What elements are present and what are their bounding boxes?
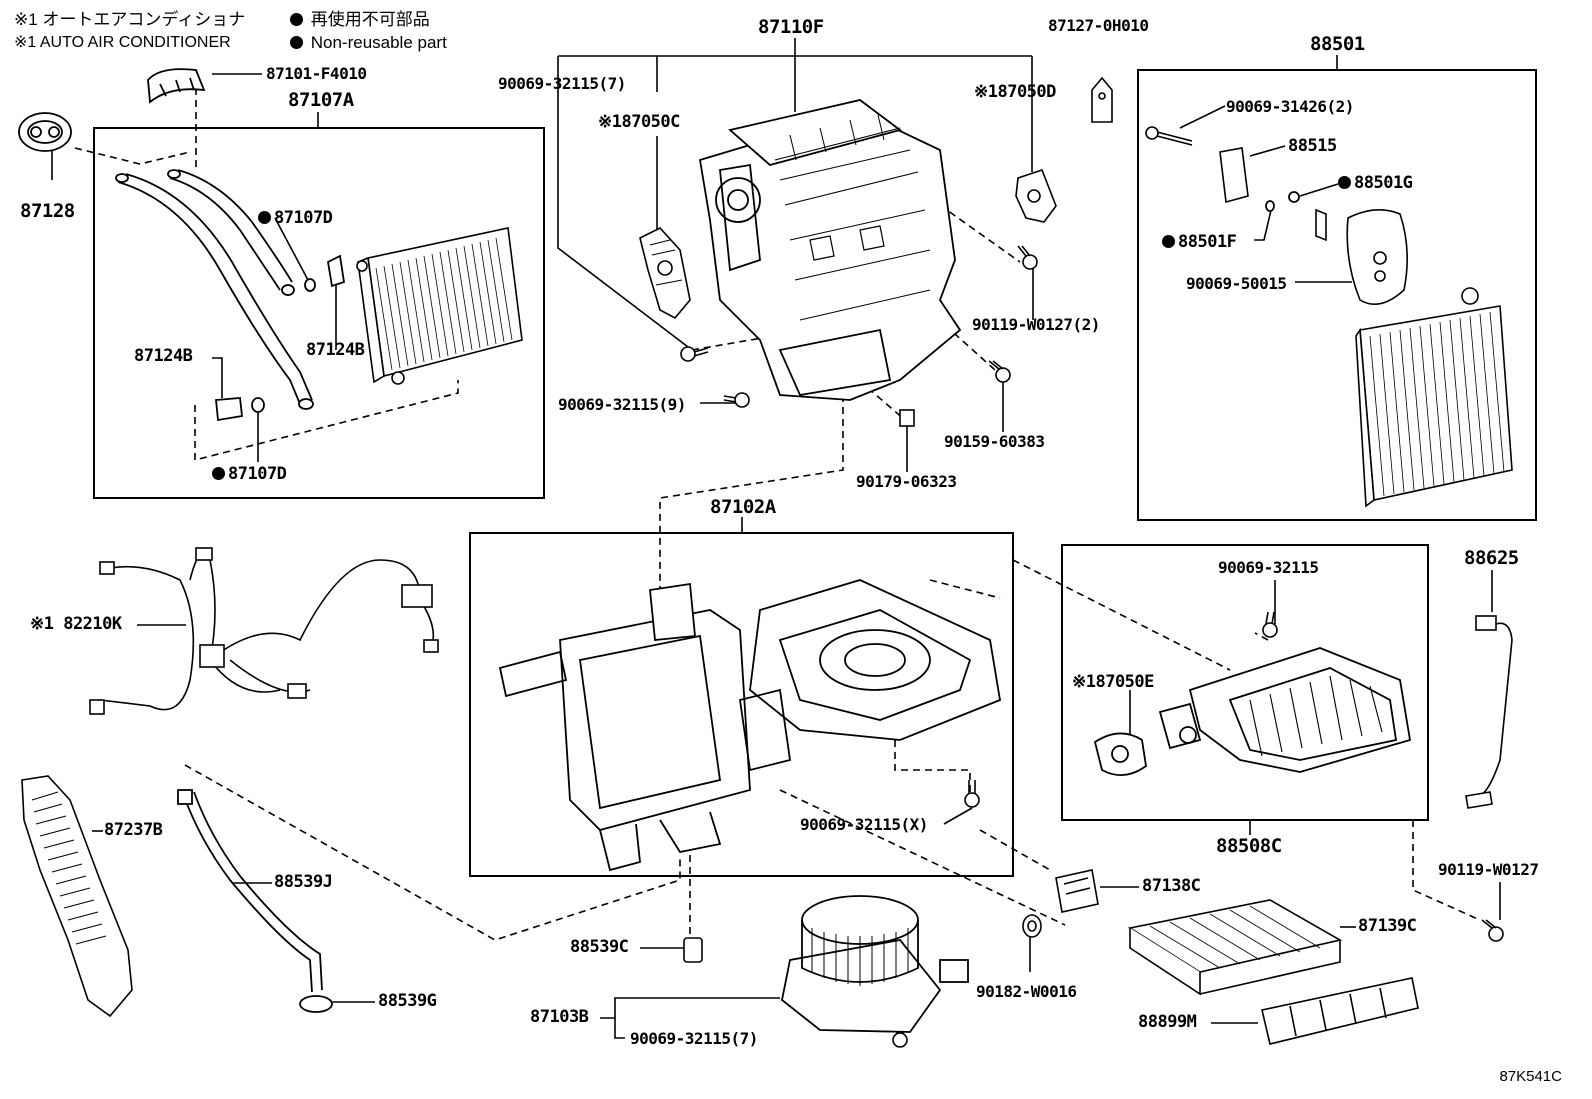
dot-icon <box>290 36 303 49</box>
clips-87124b <box>215 254 346 422</box>
label-82210k[interactable]: ※1 82210K <box>30 614 122 634</box>
label-88501[interactable]: 88501 <box>1310 33 1365 55</box>
label-88501f[interactable]: 88501F <box>1162 232 1237 252</box>
label-87237b[interactable]: 87237B <box>104 820 163 840</box>
label-90069-32115-7-top[interactable]: 90069-32115(7) <box>498 74 626 93</box>
label-87103b[interactable]: 87103B <box>530 1007 589 1027</box>
label-90182-w0016[interactable]: 90182-W0016 <box>976 982 1077 1001</box>
label-88508c[interactable]: 88508C <box>1216 835 1282 857</box>
label-90069-32115-7-bottom[interactable]: 90069-32115(7) <box>630 1029 758 1048</box>
label-90069-31426-2[interactable]: 90069-31426(2) <box>1226 97 1354 116</box>
label-87102a[interactable]: 87102A <box>710 496 776 518</box>
filter-87139c <box>1127 899 1343 996</box>
label-87139c[interactable]: 87139C <box>1358 916 1417 936</box>
label-87128[interactable]: 87128 <box>20 200 75 222</box>
cover-88899m <box>1261 977 1419 1045</box>
label-87107a[interactable]: 87107A <box>288 89 354 111</box>
legend-dot-en: Non-reusable part <box>290 31 447 55</box>
air-conditioner-case <box>698 99 962 401</box>
sensor-88625 <box>1465 615 1513 809</box>
label-90069-32115-9[interactable]: 90069-32115(9) <box>558 395 686 414</box>
label-88501g-text: 88501G <box>1354 173 1413 193</box>
damper-servo-frame <box>1061 544 1429 821</box>
label-90119-w0127[interactable]: 90119-W0127 <box>1438 860 1539 879</box>
non-reusable-dot-icon <box>212 467 225 480</box>
label-87110f[interactable]: 87110F <box>758 16 824 38</box>
label-88515[interactable]: 88515 <box>1288 136 1337 156</box>
non-reusable-dot-icon <box>1338 176 1351 189</box>
blower-case <box>498 579 1002 872</box>
legend-dot-en-text: Non-reusable part <box>310 33 447 52</box>
label-87124b-right[interactable]: 87124B <box>306 340 365 360</box>
expansion-valve-88515 <box>1219 147 1408 306</box>
legend-asterisk-en: ※1 AUTO AIR CONDITIONER <box>14 34 231 51</box>
servo-87050d <box>1015 169 1057 223</box>
grommet-87128 <box>18 112 72 152</box>
legend-dot-jp: 再使用不可部品 <box>290 8 430 32</box>
label-88501g[interactable]: 88501G <box>1338 173 1413 193</box>
label-88501f-text: 88501F <box>1178 232 1237 252</box>
drain-hose-88539j <box>177 789 333 1013</box>
label-87107d-lower-text: 87107D <box>228 464 287 484</box>
label-88539j[interactable]: 88539J <box>274 872 333 892</box>
label-87107d-upper-text: 87107D <box>274 208 333 228</box>
label-90069-32115-top-right[interactable]: 90069-32115 <box>1218 558 1319 577</box>
label-87107d-upper[interactable]: 87107D <box>258 208 333 228</box>
damper-servo-assembly <box>1093 647 1412 776</box>
grommet-90182 <box>1022 914 1042 938</box>
servo-87050c <box>639 227 691 320</box>
wire-harness-82210k <box>89 547 439 715</box>
label-87138c[interactable]: 87138C <box>1142 876 1201 896</box>
dot-icon <box>290 13 303 26</box>
blower-motor <box>781 895 969 1033</box>
label-88539g[interactable]: 88539G <box>378 991 437 1011</box>
label-90069-32115-x[interactable]: 90069-32115(X) <box>800 815 928 834</box>
label-90159-60383[interactable]: 90159-60383 <box>944 432 1045 451</box>
duct-87237b <box>21 775 133 1018</box>
resistor-87138c <box>1055 869 1099 913</box>
legend-dot-jp-text: 再使用不可部品 <box>310 10 430 29</box>
label-88899m[interactable]: 88899M <box>1138 1012 1197 1032</box>
heater-hoses <box>115 169 314 410</box>
label-90069-50015[interactable]: 90069-50015 <box>1186 274 1287 293</box>
label-87050c[interactable]: ※187050C <box>598 112 680 132</box>
tag-87127 <box>1091 76 1113 123</box>
o-rings <box>251 191 1300 413</box>
label-87050e[interactable]: ※187050E <box>1072 672 1154 692</box>
label-90179-06323[interactable]: 90179-06323 <box>856 472 957 491</box>
non-reusable-dot-icon <box>1162 235 1175 248</box>
heater-core <box>356 227 523 385</box>
screws <box>680 126 1504 1048</box>
label-87101-f4010[interactable]: 87101-F4010 <box>266 64 367 83</box>
label-87124b-left[interactable]: 87124B <box>134 346 193 366</box>
plug-88539c <box>683 937 703 963</box>
non-reusable-dot-icon <box>258 211 271 224</box>
illustration-code: 87K541C <box>1499 1068 1562 1085</box>
evaporator-core <box>1355 287 1513 508</box>
label-87050d[interactable]: ※187050D <box>974 82 1056 102</box>
label-90119-w0127-2[interactable]: 90119-W0127(2) <box>972 315 1100 334</box>
label-87127-0h010[interactable]: 87127-0H010 <box>1048 16 1149 35</box>
label-88625[interactable]: 88625 <box>1464 547 1519 569</box>
heater-unit-frame <box>93 127 545 499</box>
label-87107d-lower[interactable]: 87107D <box>212 464 287 484</box>
label-88539c[interactable]: 88539C <box>570 937 629 957</box>
clip-87101 <box>147 68 206 104</box>
legend-asterisk-jp: ※1 オートエアコンディショナ <box>14 10 246 29</box>
clip-90179 <box>899 409 915 427</box>
